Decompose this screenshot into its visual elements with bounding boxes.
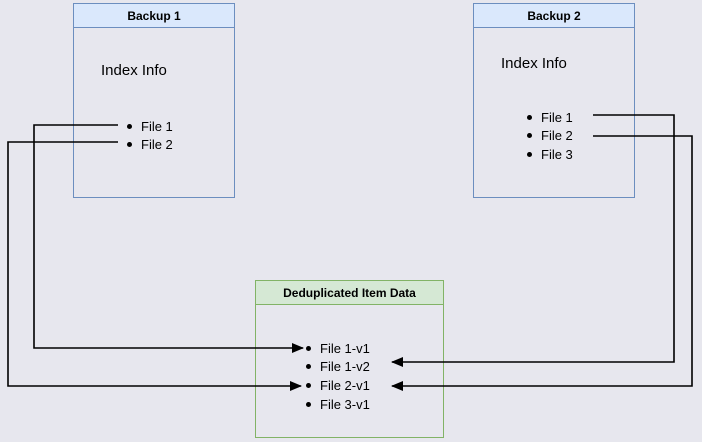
file-label: File 1 [141, 118, 173, 134]
backup2-box: Backup 2 Index Info File 1 File 2 File 3 [473, 3, 635, 198]
backup2-file-list: File 1 File 2 File 3 [527, 108, 573, 164]
bullet-icon [306, 345, 311, 351]
file-label: File 1-v1 [320, 340, 370, 356]
list-item: File 2 [127, 136, 173, 155]
backup1-title: Backup 1 [74, 4, 234, 28]
list-item: File 1 [127, 117, 173, 136]
file-label: File 3-v1 [320, 396, 370, 412]
bullet-icon [527, 114, 532, 120]
backup2-index-info-label: Index Info [501, 55, 567, 72]
file-label: File 1 [541, 109, 573, 125]
list-item: File 3 [527, 145, 573, 164]
backup1-index-info-label: Index Info [101, 62, 167, 79]
bullet-icon [127, 142, 132, 148]
file-label: File 2-v1 [320, 377, 370, 393]
dedup-file-list: File 1-v1 File 1-v2 File 2-v1 File 3-v1 [306, 339, 370, 413]
backup1-file-list: File 1 File 2 [127, 117, 173, 154]
list-item: File 2-v1 [306, 376, 370, 395]
bullet-icon [306, 382, 311, 388]
backup2-title: Backup 2 [474, 4, 634, 28]
file-label: File 2 [141, 137, 173, 153]
file-label: File 3 [541, 146, 573, 162]
list-item: File 1-v1 [306, 339, 370, 358]
bullet-icon [306, 401, 311, 407]
list-item: File 3-v1 [306, 395, 370, 414]
file-label: File 1-v2 [320, 359, 370, 375]
bullet-icon [527, 133, 532, 139]
list-item: File 1-v2 [306, 358, 370, 377]
dedup-title: Deduplicated Item Data [256, 281, 443, 305]
bullet-icon [306, 364, 311, 370]
list-item: File 1 [527, 108, 573, 127]
list-item: File 2 [527, 127, 573, 146]
bullet-icon [127, 123, 132, 129]
bullet-icon [527, 151, 532, 157]
backup1-box: Backup 1 Index Info File 1 File 2 [73, 3, 235, 198]
file-label: File 2 [541, 128, 573, 144]
deduplicated-item-data-box: Deduplicated Item Data File 1-v1 File 1-… [255, 280, 444, 438]
